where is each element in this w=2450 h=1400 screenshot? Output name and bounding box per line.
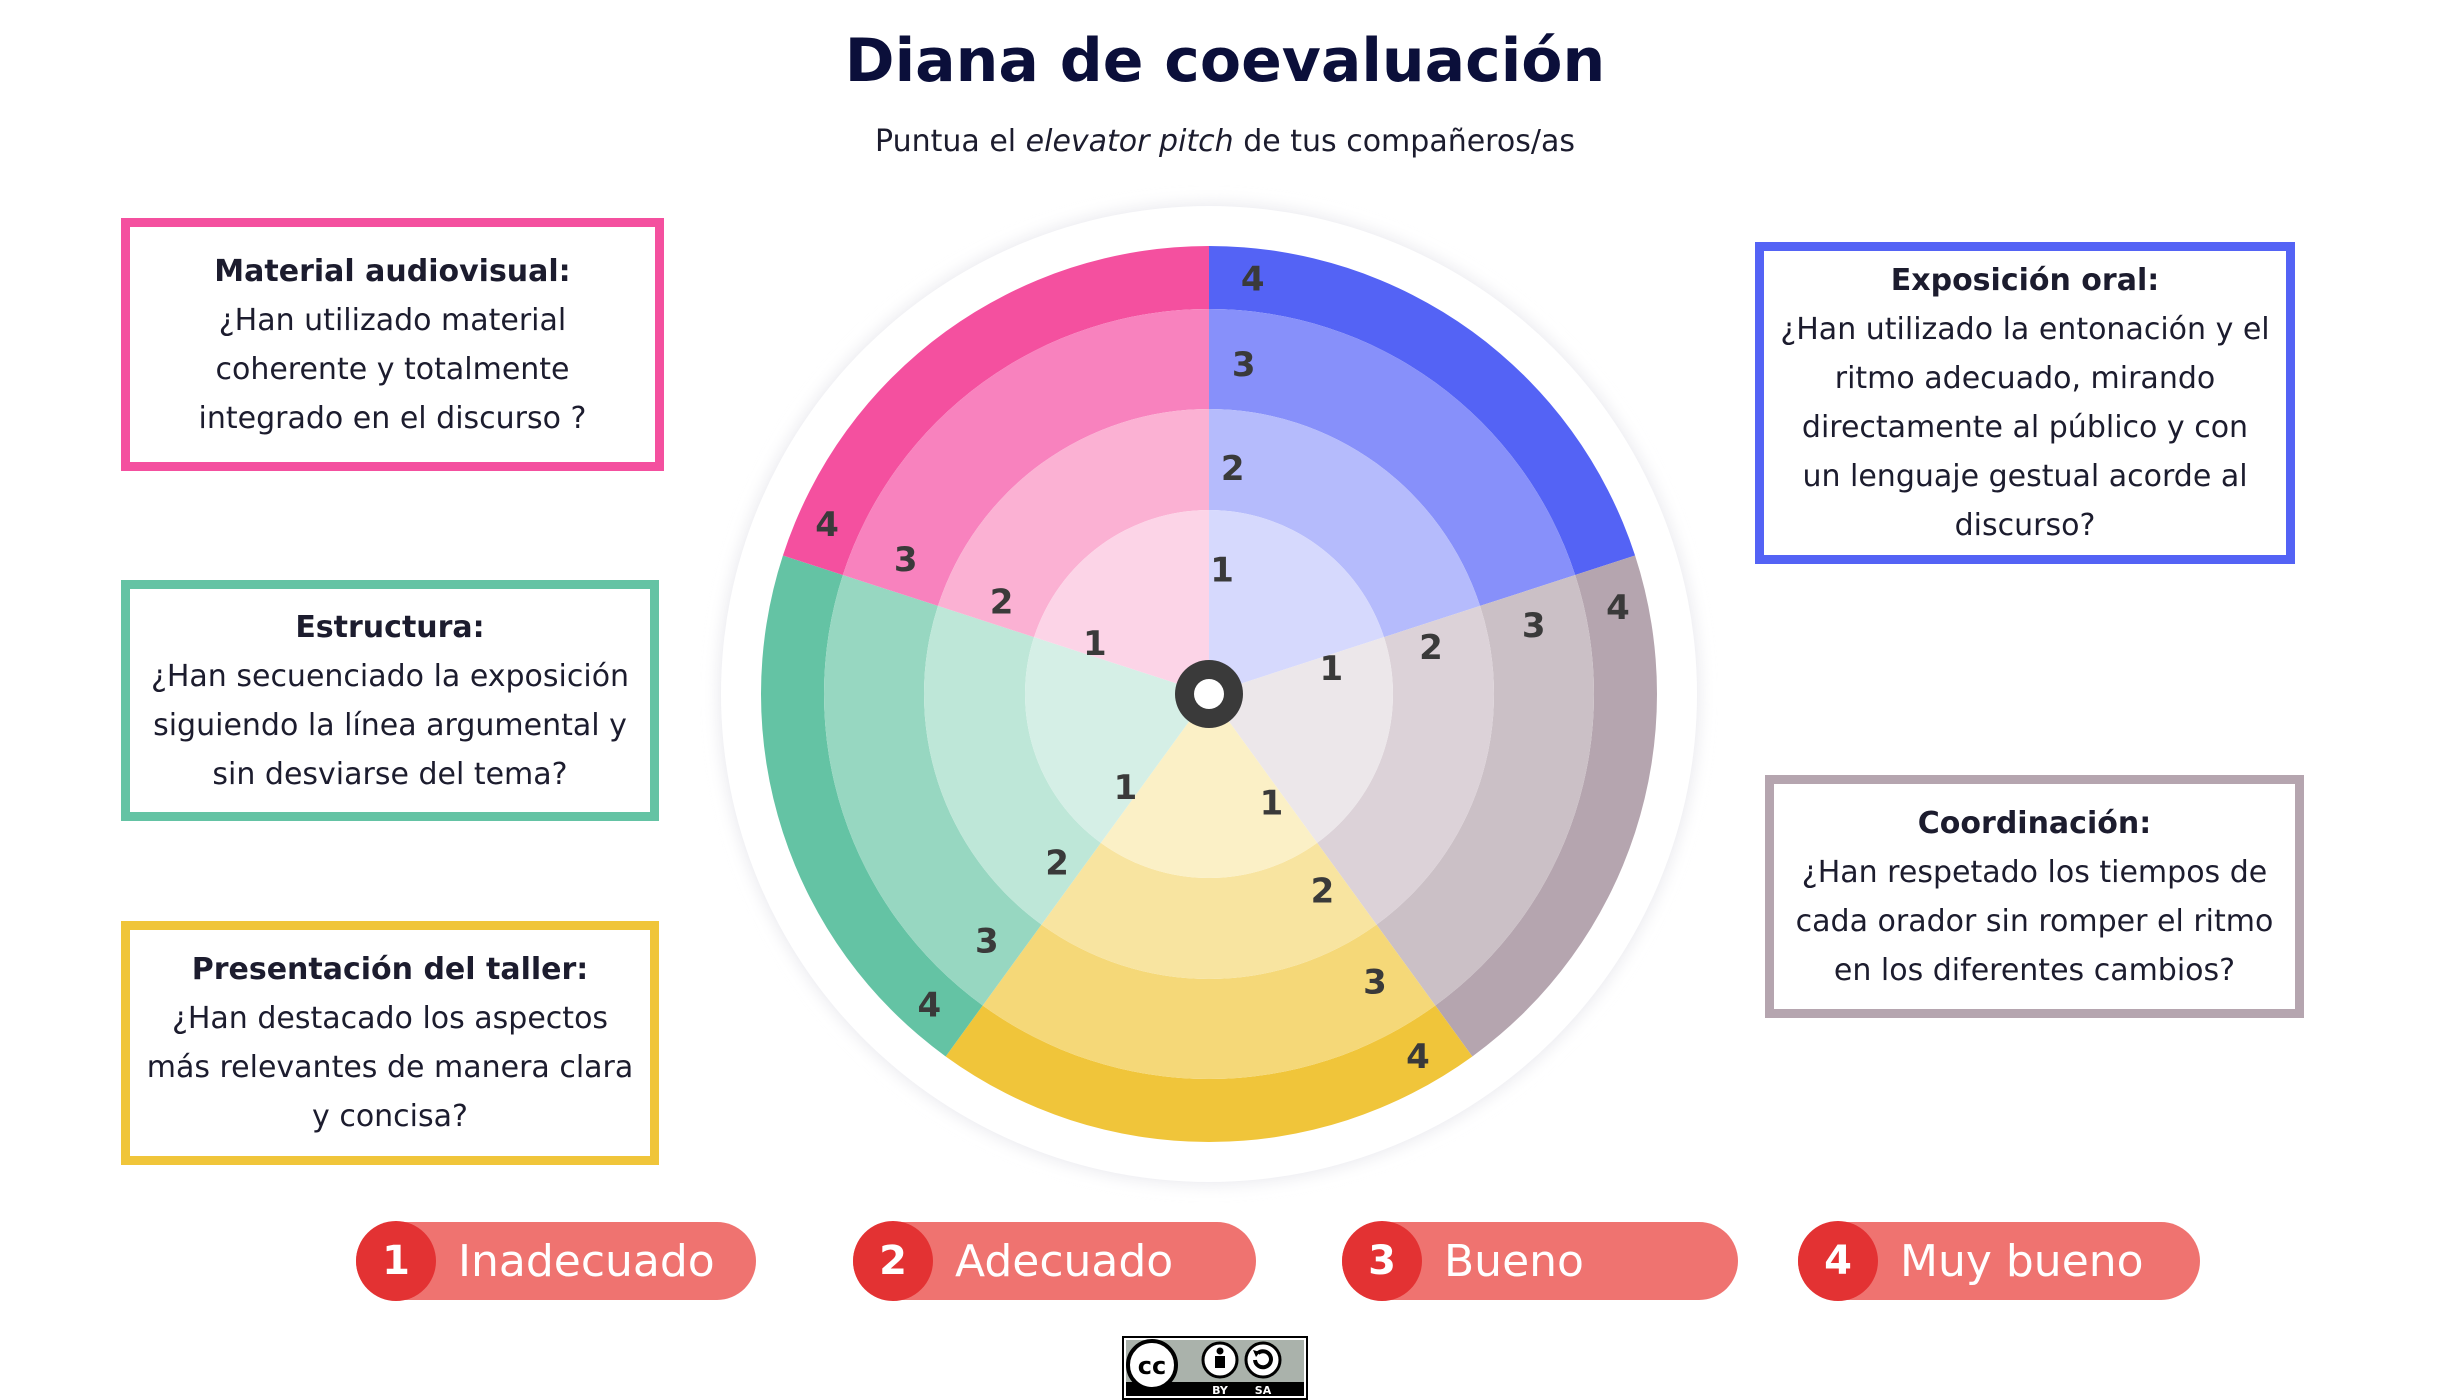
ring-label-exposicion-1: 1 [1210, 551, 1234, 591]
by-text: BY [1212, 1384, 1229, 1397]
ring-label-coordinacion-4: 4 [1606, 588, 1630, 628]
target-segment-coordinacion-level-2[interactable] [1317, 605, 1494, 925]
scale-number: 1 [356, 1221, 436, 1301]
scale-label: Adecuado [955, 1236, 1174, 1287]
scale-pill-3: 3 Bueno [1342, 1221, 1738, 1301]
ring-label-presentacion-1: 1 [1260, 783, 1284, 823]
target-segment-estructura-level-3[interactable] [824, 575, 1042, 1006]
criterion-question: ¿Han destacado los aspectos más relevant… [146, 1001, 634, 1134]
criterion-title: Presentación del taller: [191, 952, 589, 987]
criterion-title: Estructura: [295, 609, 485, 645]
ring-label-estructura-2: 2 [1045, 844, 1069, 884]
target-center-inner [1194, 679, 1224, 709]
target-segment-material-level-4[interactable] [782, 246, 1209, 576]
scale-number: 3 [1342, 1221, 1422, 1301]
target-segment-exposicion-level-2[interactable] [1209, 409, 1481, 638]
target-segment-material-level-2[interactable] [937, 409, 1209, 638]
cc-by-sa-license-badge: cc BY SA [1122, 1336, 1308, 1400]
ring-label-exposicion-2: 2 [1221, 449, 1245, 489]
ring-label-material-4: 4 [815, 505, 839, 545]
target-segment-material-level-1[interactable] [1034, 510, 1209, 694]
scale-pill-4: 4 Muy bueno [1798, 1221, 2200, 1301]
ring-label-estructura-4: 4 [917, 986, 941, 1026]
criterion-title: Coordinación: [1917, 805, 2152, 841]
target-segment-exposicion-level-4[interactable] [1209, 246, 1636, 576]
target-segment-coordinacion-level-1[interactable] [1209, 637, 1393, 843]
scale-number: 2 [853, 1221, 933, 1301]
criterion-question: ¿Han utilizado material coherente y tota… [198, 302, 587, 436]
target-segment-estructura-level-2[interactable] [924, 605, 1101, 925]
criterion-title: Material audiovisual: [214, 253, 571, 289]
target-segment-exposicion-level-1[interactable] [1209, 510, 1384, 694]
ring-label-exposicion-4: 4 [1241, 259, 1265, 299]
target-segment-coordinacion-level-3[interactable] [1376, 575, 1594, 1006]
scale-label: Muy bueno [1900, 1236, 2144, 1287]
sa-text: SA [1255, 1384, 1272, 1397]
share-alike-icon [1244, 1341, 1282, 1379]
ring-label-exposicion-3: 3 [1232, 345, 1256, 385]
cc-text: cc [1138, 1352, 1166, 1380]
page-title: Diana de coevaluación [844, 26, 1606, 96]
ring-label-estructura-3: 3 [975, 922, 999, 962]
target-segment-presentacion-level-4[interactable] [945, 1005, 1473, 1143]
ring-label-material-2: 2 [990, 583, 1014, 623]
ring-label-material-1: 1 [1083, 624, 1107, 664]
criterion-box-material-audiovisual: Material audiovisual: ¿Han utilizado mat… [121, 218, 664, 471]
scale-number: 4 [1798, 1221, 1878, 1301]
criterion-question: ¿Han utilizado la entonación y el ritmo … [1780, 312, 2270, 543]
ring-label-coordinacion-3: 3 [1522, 606, 1546, 646]
ring-label-material-3: 3 [894, 540, 918, 580]
target-segment-estructura-level-1[interactable] [1025, 637, 1209, 843]
criterion-question: ¿Han secuenciado la exposición siguiendo… [150, 658, 630, 792]
ring-label-coordinacion-1: 1 [1319, 649, 1343, 689]
scale-pill-2: 2 Adecuado [853, 1221, 1256, 1301]
target-segment-presentacion-level-2[interactable] [1041, 842, 1377, 979]
target-segment-presentacion-level-1[interactable] [1100, 694, 1318, 878]
ring-label-coordinacion-2: 2 [1419, 628, 1443, 668]
ring-label-presentacion-4: 4 [1406, 1037, 1430, 1077]
criterion-box-estructura: Estructura: ¿Han secuenciado la exposici… [121, 580, 659, 821]
scale-pill-1: 1 Inadecuado [356, 1221, 756, 1301]
target-segment-exposicion-level-3[interactable] [1209, 309, 1576, 606]
target-segments [761, 246, 1658, 1143]
target-segment-coordinacion-level-4[interactable] [1435, 555, 1658, 1057]
criterion-box-exposicion-oral: Exposición oral: ¿Han utilizado la enton… [1755, 242, 2295, 564]
target-segment-estructura-level-4[interactable] [761, 555, 983, 1057]
ring-label-presentacion-3: 3 [1363, 963, 1387, 1003]
ring-label-presentacion-2: 2 [1311, 872, 1335, 912]
ring-label-estructura-1: 1 [1114, 768, 1138, 808]
page-subtitle: Puntua el elevator pitch de tus compañer… [875, 124, 1575, 159]
criterion-question: ¿Han respetado los tiempos de cada orado… [1795, 854, 2274, 988]
criterion-box-presentacion-taller: Presentación del taller: ¿Han destacado … [121, 921, 659, 1165]
scale-label: Inadecuado [458, 1236, 715, 1287]
criterion-title: Exposición oral: [1890, 263, 2160, 298]
scale-label: Bueno [1444, 1236, 1584, 1287]
target-segment-material-level-3[interactable] [842, 309, 1209, 606]
target-segment-presentacion-level-3[interactable] [982, 924, 1436, 1080]
criterion-box-coordinacion: Coordinación: ¿Han respetado los tiempos… [1765, 775, 2304, 1018]
